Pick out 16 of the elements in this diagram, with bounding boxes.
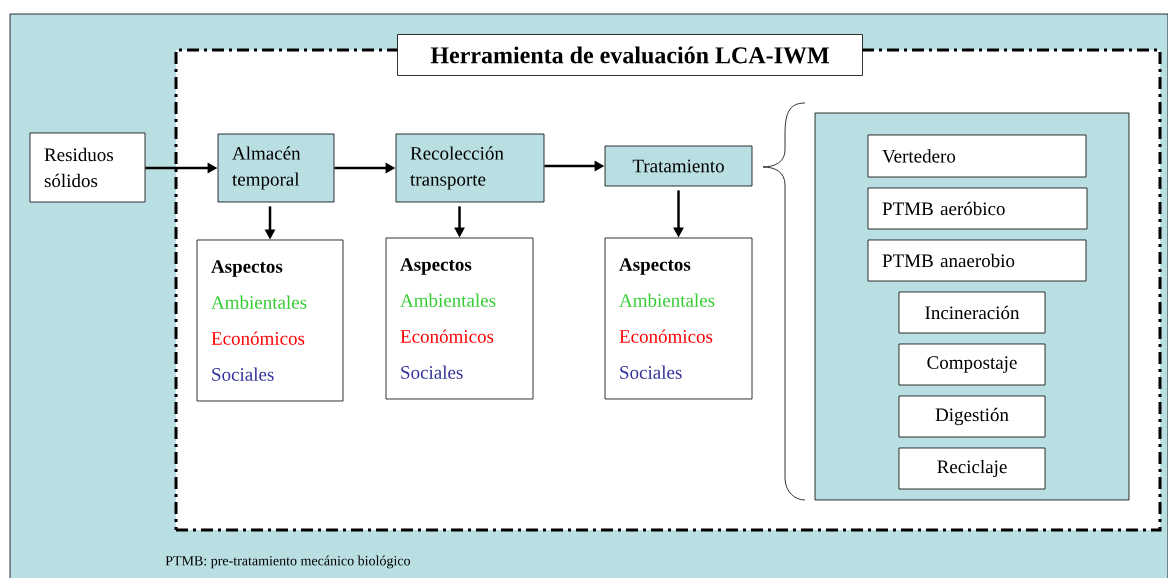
process-box: Tratamiento <box>604 145 753 187</box>
aspects-box: Aspectos Ambientales Económicos Sociales <box>385 237 534 400</box>
footnote: PTMB: pre-tratamiento mecánico biológico <box>165 555 411 569</box>
process-box: Recolección transporte <box>395 133 545 203</box>
input-box: Residuos sólidos <box>29 132 146 203</box>
option-box: Reciclaje <box>898 447 1046 490</box>
title-box: Herramienta de evaluación LCA-IWM <box>397 34 863 76</box>
option-box: Incineración <box>898 291 1046 334</box>
process-box: Almacén temporal <box>217 133 335 203</box>
aspects-box: Aspectos Ambientales Económicos Sociales <box>196 239 344 402</box>
option-box: Digestión <box>898 395 1046 438</box>
option-box: PTMB anaerobio <box>867 239 1087 282</box>
option-box: PTMB aeróbico <box>867 187 1088 230</box>
option-box: Compostaje <box>898 343 1046 386</box>
option-box: Vertedero <box>867 134 1087 178</box>
aspects-box: Aspectos Ambientales Económicos Sociales <box>604 237 753 400</box>
